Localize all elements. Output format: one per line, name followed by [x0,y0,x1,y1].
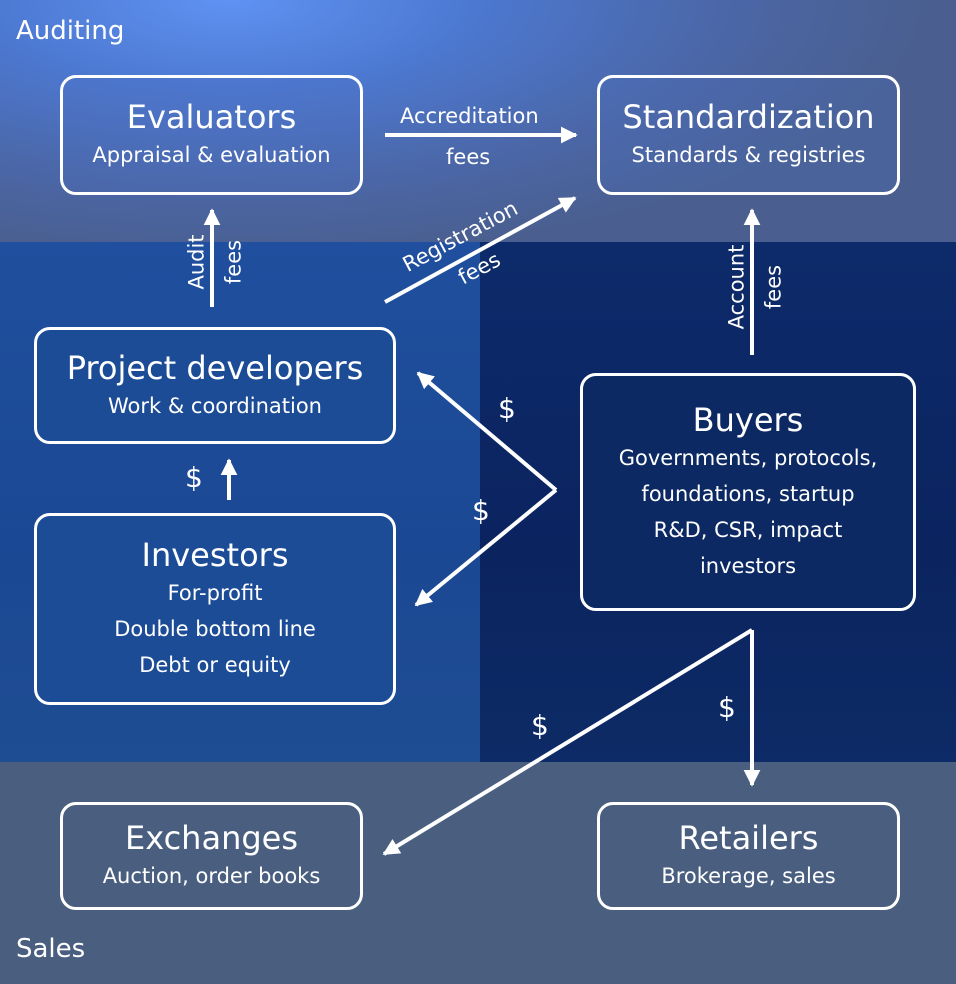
buyers-node: Buyers Governments, protocols, foundatio… [580,373,916,611]
investors-to-developers-label: $ [185,461,203,494]
investors-title: Investors [141,536,289,574]
buyers-to-retailers-label: $ [718,691,736,724]
investors-line-2: Double bottom line [114,617,316,641]
sales-region-label: Sales [16,934,86,964]
exchanges-node: Exchanges Auction, order books [60,802,363,910]
buyers-to-investors-label: $ [472,494,490,527]
evaluators-line-1: Appraisal & evaluation [92,143,331,167]
accreditation-label-line-2: fees [446,145,491,169]
buyers-to-developers-arrow [416,371,558,492]
project-developers-line-1: Work & coordination [108,393,322,418]
investors-line-1: For-profit [167,581,263,605]
buyers-title: Buyers [692,401,804,439]
account-label-line-1: Account [724,244,748,330]
retailers-title: Retailers [678,819,819,857]
registration-label-line-1: Registration [398,195,522,277]
project-developers-node: Project developers Work & coordination [34,327,396,444]
evaluators-title: Evaluators [126,98,297,136]
standardization-line-1: Standards & registries [631,143,866,167]
exchanges-line-1: Auction, order books [102,864,321,888]
buyers-line-1: Governments, protocols, [618,446,878,470]
buyers-line-3: R&D, CSR, impact [653,518,843,542]
registration-label-line-2: fees [453,247,505,289]
retailers-node: Retailers Brokerage, sales [597,802,900,910]
exchanges-title: Exchanges [124,819,299,857]
buyers-to-exchanges-label: $ [531,709,549,742]
buyers-to-exchanges-arrow [382,628,754,856]
evaluators-node: Evaluators Appraisal & evaluation [60,75,363,195]
audit-label-line-1: Audit [184,234,208,290]
buyers-to-investors-arrow [414,488,558,607]
project-developers-title: Project developers [66,348,364,387]
investors-line-3: Debt or equity [139,653,291,677]
account-label-line-2: fees [761,264,785,310]
standardization-node: Standardization Standards & registries [597,75,900,195]
buyers-line-2: foundations, startup [641,482,855,506]
buyers-line-4: investors [699,554,797,578]
audit-label-line-2: fees [221,239,245,285]
registration-arrow [384,196,577,304]
auditing-band [0,0,956,242]
standardization-title: Standardization [622,98,875,136]
accreditation-label-line-1: Accreditation [400,104,539,128]
auditing-region-label: Auditing [16,16,125,46]
retailers-line-1: Brokerage, sales [661,864,836,888]
buyers-to-developers-label: $ [498,392,516,425]
investors-node: Investors For-profit Double bottom line … [34,513,396,705]
